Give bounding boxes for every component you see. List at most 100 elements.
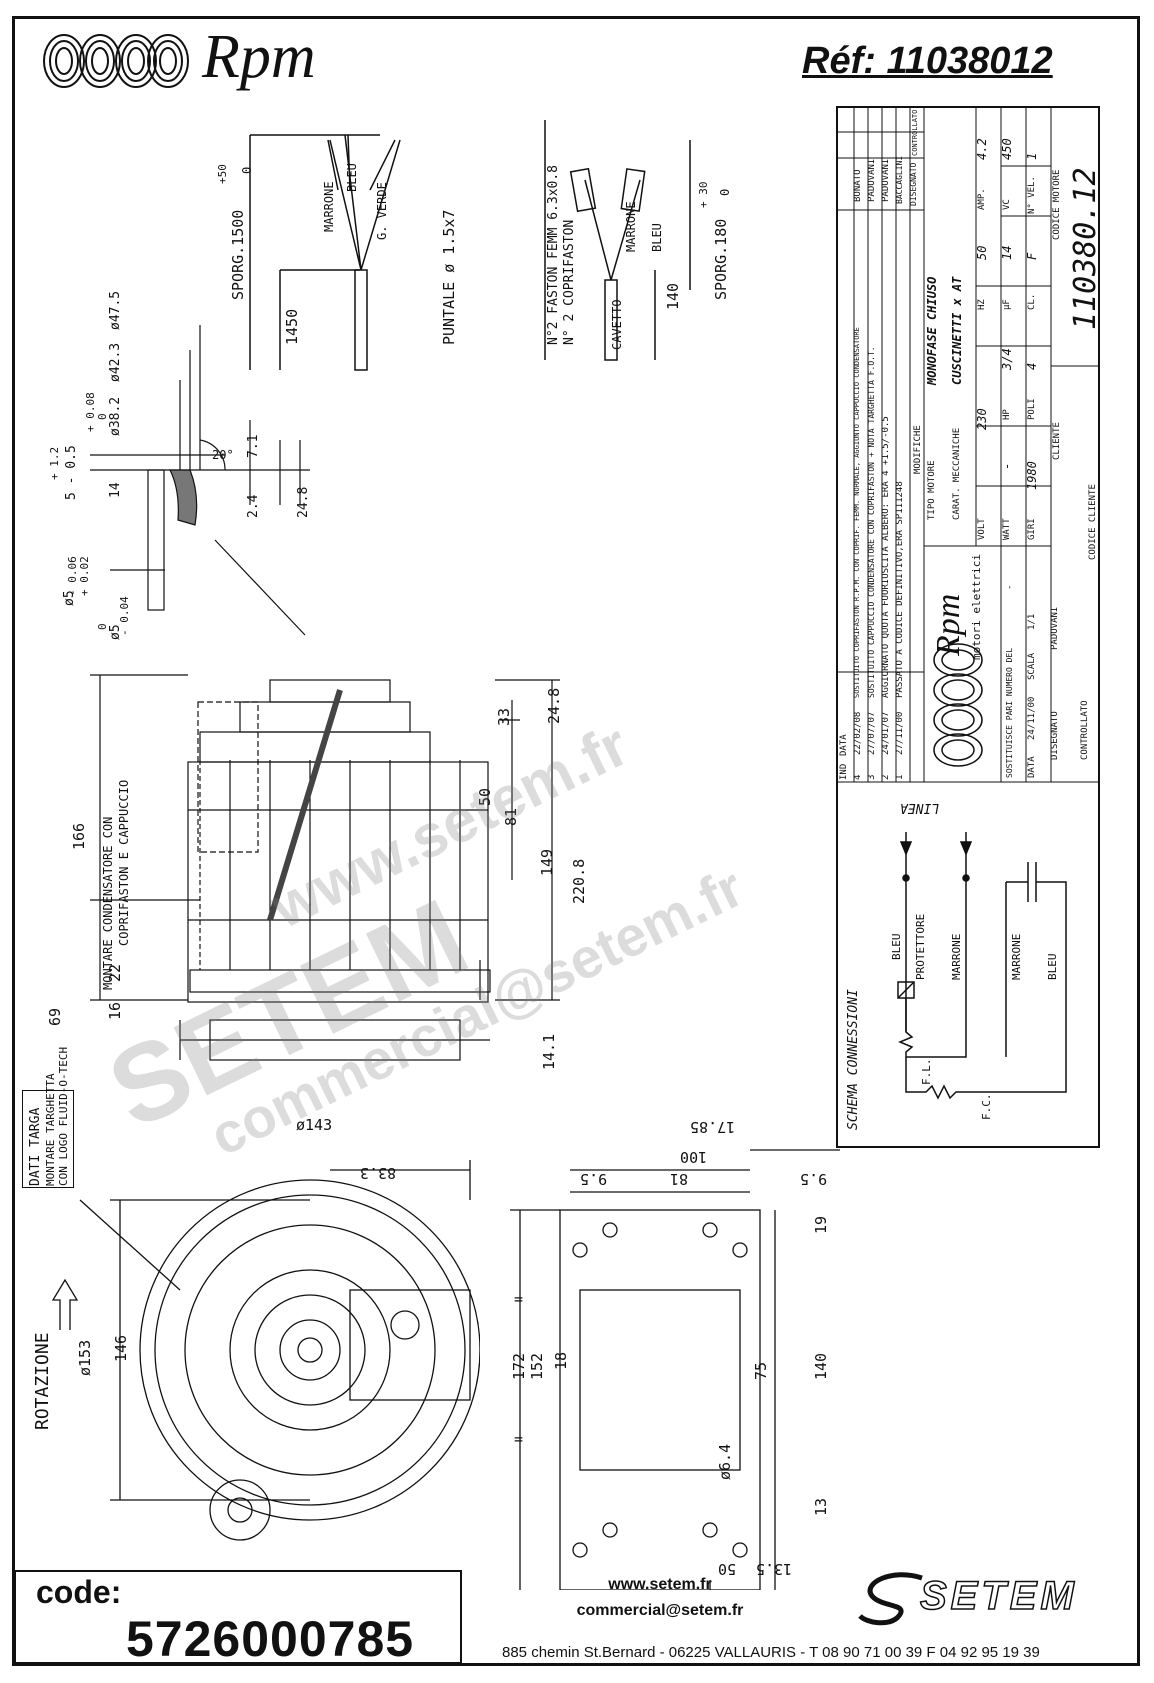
dim-22: 22 bbox=[106, 963, 124, 982]
dim-33: 33 bbox=[495, 707, 513, 726]
dim-angle: 20° bbox=[212, 448, 234, 462]
label-cliente: CLIENTE bbox=[1052, 422, 1062, 460]
reference-number: Réf: 11038012 bbox=[802, 40, 1053, 82]
dim-d47: ø47.5 bbox=[108, 290, 123, 330]
label-watt: WATT bbox=[1002, 518, 1012, 540]
cable-detail-drawing bbox=[249, 120, 691, 371]
dim-5-tol: + 1.2 bbox=[48, 446, 61, 480]
dim-sporg-180: SPORG.180 bbox=[712, 218, 730, 300]
label-cl: CL. bbox=[1027, 293, 1037, 310]
label-data: DATA bbox=[1027, 756, 1037, 778]
label-controllato: CONTROLLATO bbox=[1080, 700, 1090, 760]
dim-17: 17.85 bbox=[690, 1118, 736, 1136]
label-vc: VC bbox=[1002, 199, 1012, 210]
label-tipo-motore: TIPO MOTORE bbox=[927, 460, 937, 520]
value-giri: 1980 bbox=[1025, 461, 1039, 490]
value-poli: 4 bbox=[1025, 362, 1039, 370]
rev-n-4: 4 bbox=[853, 774, 863, 780]
dim-sporg-1500: SPORG.1500 bbox=[229, 209, 247, 300]
rev-col-disegnato: DISEGNATO bbox=[909, 162, 918, 206]
dim-81-base: 81 bbox=[670, 1170, 689, 1188]
label-sostituisce: SOSTITUISCE PARI NUMERO DEL bbox=[1005, 647, 1014, 778]
dim-24: 24.8 bbox=[296, 486, 311, 518]
schema-protettore: PROTETTORE bbox=[914, 913, 927, 980]
note-condensatore-2: COPRIFASTON E CAPPUCCIO bbox=[117, 779, 131, 946]
label-amp: AMP. bbox=[977, 188, 987, 210]
wire-bleu-2: BLEU bbox=[650, 223, 664, 252]
dim-140-base: 140 bbox=[812, 1352, 830, 1380]
rev-date-2: 24/01/07 bbox=[881, 711, 891, 755]
dim-149: 149 bbox=[538, 848, 556, 876]
rev-text-1: PASSATO A CODICE DEFINITIVO,ERA SP111248 bbox=[895, 481, 905, 698]
dim-2: 2.4 bbox=[246, 494, 261, 518]
footer-email[interactable]: commercial@setem.fr bbox=[576, 1602, 744, 1619]
dim-tol-1500-zero: 0 bbox=[240, 166, 254, 174]
rev-col-modifiche: MODIFICHE bbox=[913, 425, 923, 474]
rev-date-4: 22/02/08 bbox=[853, 711, 863, 755]
value-hz: 50 bbox=[975, 245, 989, 260]
rpm-coil-logo bbox=[43, 34, 189, 88]
label-cavetto: CAVETTO bbox=[610, 299, 624, 350]
code-label: code: bbox=[36, 1574, 122, 1610]
dim-tol-180-plus: + 30 bbox=[697, 181, 710, 209]
dim-d38: ø38.2 bbox=[108, 396, 123, 436]
eq-mark-2: = bbox=[514, 1430, 524, 1448]
dim-shaft-d5b-tol: - 0.04 bbox=[118, 596, 131, 636]
dim-9-right: 9.5 bbox=[800, 1170, 828, 1188]
dim-d38-tol-plus: + 0.08 bbox=[84, 392, 97, 432]
label-hp: HP bbox=[1002, 409, 1012, 420]
dim-9-left: 9.5 bbox=[580, 1170, 608, 1188]
rev-date-1: 27/11/00 bbox=[895, 711, 905, 755]
drawing-frame bbox=[12, 16, 1140, 1666]
value-disegnato: PADOVANI bbox=[1050, 606, 1060, 650]
label-faston: N°2 FASTON FEMM 6.3x0.8 bbox=[546, 164, 561, 345]
rev-by-2: PADOVANI bbox=[881, 158, 891, 202]
setem-swoosh-icon bbox=[858, 1572, 923, 1626]
rev-text-3: SOSTITUITO CAPPUCCIO CONDENSATORE CON CO… bbox=[867, 346, 876, 698]
dim-69: 69 bbox=[46, 1007, 64, 1026]
label-dati-targa: DATI TARGA bbox=[28, 1107, 43, 1186]
dim-d6: ø6.4 bbox=[716, 1443, 734, 1480]
dim-50: 50 bbox=[476, 787, 494, 806]
label-rotazione: ROTAZIONE bbox=[32, 1332, 53, 1430]
label-uf: µF bbox=[1002, 299, 1012, 310]
wire-marrone: MARRONE bbox=[322, 181, 336, 232]
dim-146: 146 bbox=[112, 1334, 130, 1362]
rev-col-data: DATA bbox=[839, 734, 849, 756]
rev-col-ind: IND bbox=[839, 763, 849, 780]
value-data: 24/11/00 bbox=[1027, 696, 1037, 740]
wire-g-verde: G. VERDE bbox=[375, 182, 389, 240]
label-nvel: N° VEL. bbox=[1027, 176, 1037, 214]
title-block-coil-logo bbox=[933, 643, 983, 767]
dim-14-side: 14.1 bbox=[540, 1033, 558, 1070]
value-vc: 450 bbox=[1000, 138, 1014, 160]
dim-7: 7.1 bbox=[246, 434, 261, 458]
schema-bleu: BLEU bbox=[890, 933, 903, 961]
schema-marrone-2: MARRONE bbox=[1010, 933, 1023, 980]
label-hz: HZ bbox=[977, 299, 987, 310]
carat-meccaniche: CUSCINETTI x AT bbox=[950, 276, 964, 385]
rev-n-2: 2 bbox=[881, 774, 891, 780]
dim-83: 83.3 bbox=[360, 1164, 397, 1182]
label-poli: POLI bbox=[1027, 398, 1037, 420]
dim-18: 18 bbox=[552, 1351, 570, 1370]
dim-81: 81 bbox=[502, 807, 520, 826]
rev-col-controllato: CONTROLLATO bbox=[911, 109, 919, 156]
value-watt: - bbox=[1000, 462, 1014, 470]
schema-fc: F.C. bbox=[980, 1093, 993, 1121]
rev-by-1: BACCAGLINI bbox=[895, 155, 904, 204]
value-uf: 14 bbox=[1000, 245, 1014, 260]
dim-13: 13 bbox=[812, 1497, 830, 1516]
label-puntale: PUNTALE ø 1.5x7 bbox=[440, 209, 458, 345]
codice-motore: 110380.12 bbox=[1068, 167, 1103, 330]
label-targhetta-1: MONTARE TARGHETTA bbox=[44, 1073, 57, 1186]
schema-marrone: MARRONE bbox=[950, 933, 963, 980]
rev-text-2: AGGIORNATO QUOTA FUORIUSCITA ALBERO: ERA… bbox=[881, 416, 891, 698]
dim-75: 75 bbox=[752, 1361, 770, 1380]
label-carat: CARAT. MECCANICHE bbox=[952, 427, 962, 520]
dim-shaft-d5a-tol1: + 0.02 bbox=[78, 556, 91, 596]
footer-website[interactable]: www.setem.fr bbox=[608, 1576, 712, 1593]
motor-front-view bbox=[51, 1160, 480, 1541]
rev-text-4: SOSTITUITO COPRIFASTON R.P.M. CON COPRIF… bbox=[853, 327, 861, 698]
value-scala: 1/1 bbox=[1027, 613, 1037, 630]
